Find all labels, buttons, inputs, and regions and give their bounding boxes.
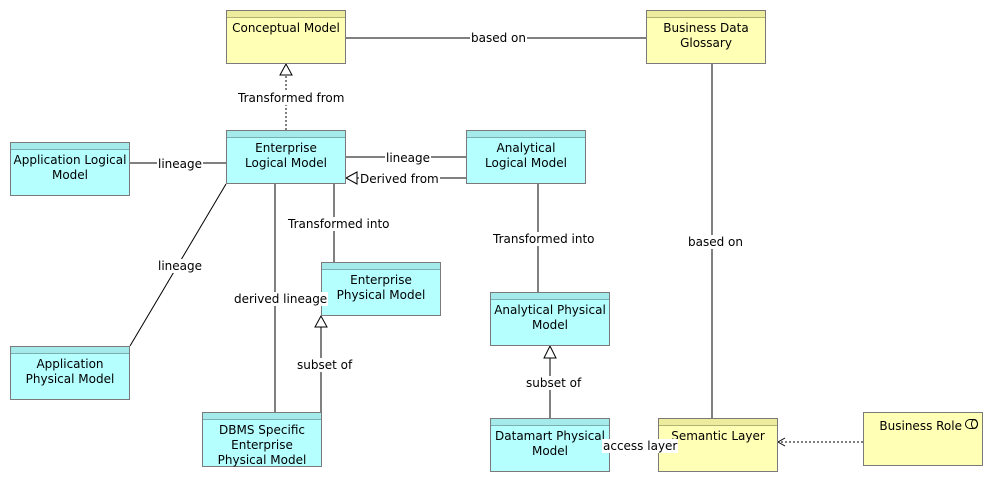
label-lineage-app-physical: lineage — [157, 259, 204, 273]
label-subset-of-ent: subset of — [296, 358, 354, 372]
label-lineage-analytical: lineage — [385, 151, 432, 165]
node-label: Application Physical Model — [25, 357, 115, 386]
label-derived-from: Derived from — [359, 172, 440, 186]
node-enterprise-logical-model[interactable]: Enterprise Logical Model — [226, 130, 346, 184]
label-subset-of-datamart: subset of — [525, 376, 583, 390]
arrowhead-derived-from — [344, 171, 358, 185]
label-based-on-glossary: based on — [687, 235, 744, 249]
label-lineage-app-logical: lineage — [157, 157, 204, 171]
label-access-layer: access layer — [602, 439, 679, 453]
node-label: Conceptual Model — [232, 21, 340, 35]
node-business-data-glossary[interactable]: Business Data Glossary — [646, 10, 766, 64]
node-label: Analytical Physical Model — [494, 303, 606, 332]
node-label: Datamart Physical Model — [495, 429, 605, 458]
node-label: Business Role — [879, 419, 962, 433]
node-conceptual-model[interactable]: Conceptual Model — [226, 10, 346, 64]
arrowhead-subset-of-datamart — [543, 344, 557, 359]
node-label: Analytical Logical Model — [485, 141, 567, 170]
node-label: Enterprise Logical Model — [245, 141, 327, 170]
node-label: Application Logical Model — [13, 153, 127, 182]
node-business-role[interactable]: Business Role — [863, 412, 983, 466]
node-label: DBMS Specific Enterprise Physical Model — [217, 423, 307, 467]
node-analytical-logical-model[interactable]: Analytical Logical Model — [466, 130, 586, 184]
node-label: Business Data Glossary — [663, 21, 749, 50]
arrowhead-subset-of-ent — [314, 314, 328, 328]
label-transformed-from: Transformed from — [237, 91, 346, 105]
node-datamart-physical-model[interactable]: Datamart Physical Model — [490, 418, 610, 472]
label-transformed-into-analytical: Transformed into — [492, 232, 596, 246]
label-based-on-top: based on — [470, 31, 527, 45]
node-enterprise-physical-model[interactable]: Enterprise Physical Model — [321, 262, 441, 316]
node-analytical-physical-model[interactable]: Analytical Physical Model — [490, 292, 610, 346]
node-label: Enterprise Physical Model — [336, 273, 426, 302]
node-label: Semantic Layer — [671, 429, 765, 443]
label-transformed-into-ent: Transformed into — [287, 217, 391, 231]
arrowhead-transformed-from — [279, 62, 293, 76]
label-derived-lineage: derived lineage — [233, 292, 329, 306]
node-application-logical-model[interactable]: Application Logical Model — [10, 142, 130, 196]
business-role-icon — [965, 419, 978, 429]
node-dbms-specific-enterprise-physical-model[interactable]: DBMS Specific Enterprise Physical Model — [202, 412, 322, 467]
arrowhead-business-role — [776, 437, 786, 447]
node-application-physical-model[interactable]: Application Physical Model — [10, 346, 130, 400]
